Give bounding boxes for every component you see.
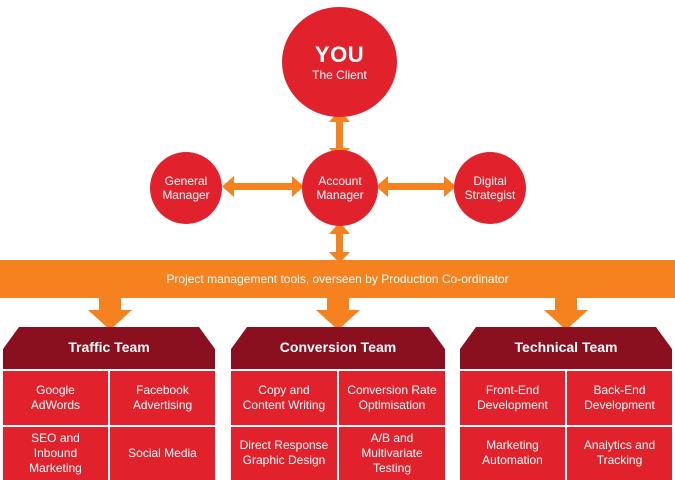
team-technical: Technical Team Front-End Development Bac… — [460, 327, 672, 480]
service-seo-inbound: SEO and Inbound Marketing — [3, 426, 108, 480]
project-management-bar: Project management tools, overseen by Pr… — [0, 260, 675, 298]
team-title: Technical Team — [514, 339, 618, 355]
client-subtitle: The Client — [312, 67, 367, 82]
node-account-manager: Account Manager — [302, 150, 378, 226]
arrow-bar-conversion — [316, 296, 360, 330]
service-copywriting: Copy and Content Writing — [231, 371, 337, 425]
service-facebook-advertising: Facebook Advertising — [110, 371, 215, 425]
project-management-label: Project management tools, overseen by Pr… — [166, 272, 509, 286]
service-back-end: Back-End Development — [567, 371, 672, 425]
service-cro: Conversion Rate Optimisation — [339, 371, 445, 425]
node-general-manager: General Manager — [150, 152, 222, 224]
general-manager-label: General Manager — [162, 174, 210, 202]
node-digital-strategist: Digital Strategist — [454, 152, 526, 224]
team-header: Technical Team — [460, 327, 672, 369]
digital-strategist-label: Digital Strategist — [464, 174, 516, 202]
service-graphic-design: Direct Response Graphic Design — [231, 426, 337, 480]
service-front-end: Front-End Development — [460, 371, 565, 425]
team-header: Traffic Team — [3, 327, 215, 369]
service-google-adwords: Google AdWords — [3, 371, 108, 425]
service-social-media: Social Media — [110, 426, 215, 480]
service-ab-testing: A/B and Multivariate Testing — [339, 426, 445, 480]
node-client: YOU The Client — [282, 7, 397, 117]
client-title: YOU — [314, 41, 365, 67]
arrow-account-bar — [329, 222, 350, 263]
team-title: Traffic Team — [68, 339, 150, 355]
team-traffic: Traffic Team Google AdWords Facebook Adv… — [3, 327, 215, 480]
team-conversion: Conversion Team Copy and Content Writing… — [231, 327, 445, 480]
team-title: Conversion Team — [279, 339, 397, 355]
team-header: Conversion Team — [231, 327, 445, 369]
arrow-bar-traffic — [88, 296, 132, 330]
account-manager-label: Account Manager — [316, 174, 364, 202]
arrow-gm-account — [222, 176, 304, 197]
service-marketing-automation: Marketing Automation — [460, 426, 565, 480]
arrow-bar-technical — [544, 296, 588, 330]
arrow-account-strategist — [376, 176, 456, 197]
service-analytics: Analytics and Tracking — [567, 426, 672, 480]
